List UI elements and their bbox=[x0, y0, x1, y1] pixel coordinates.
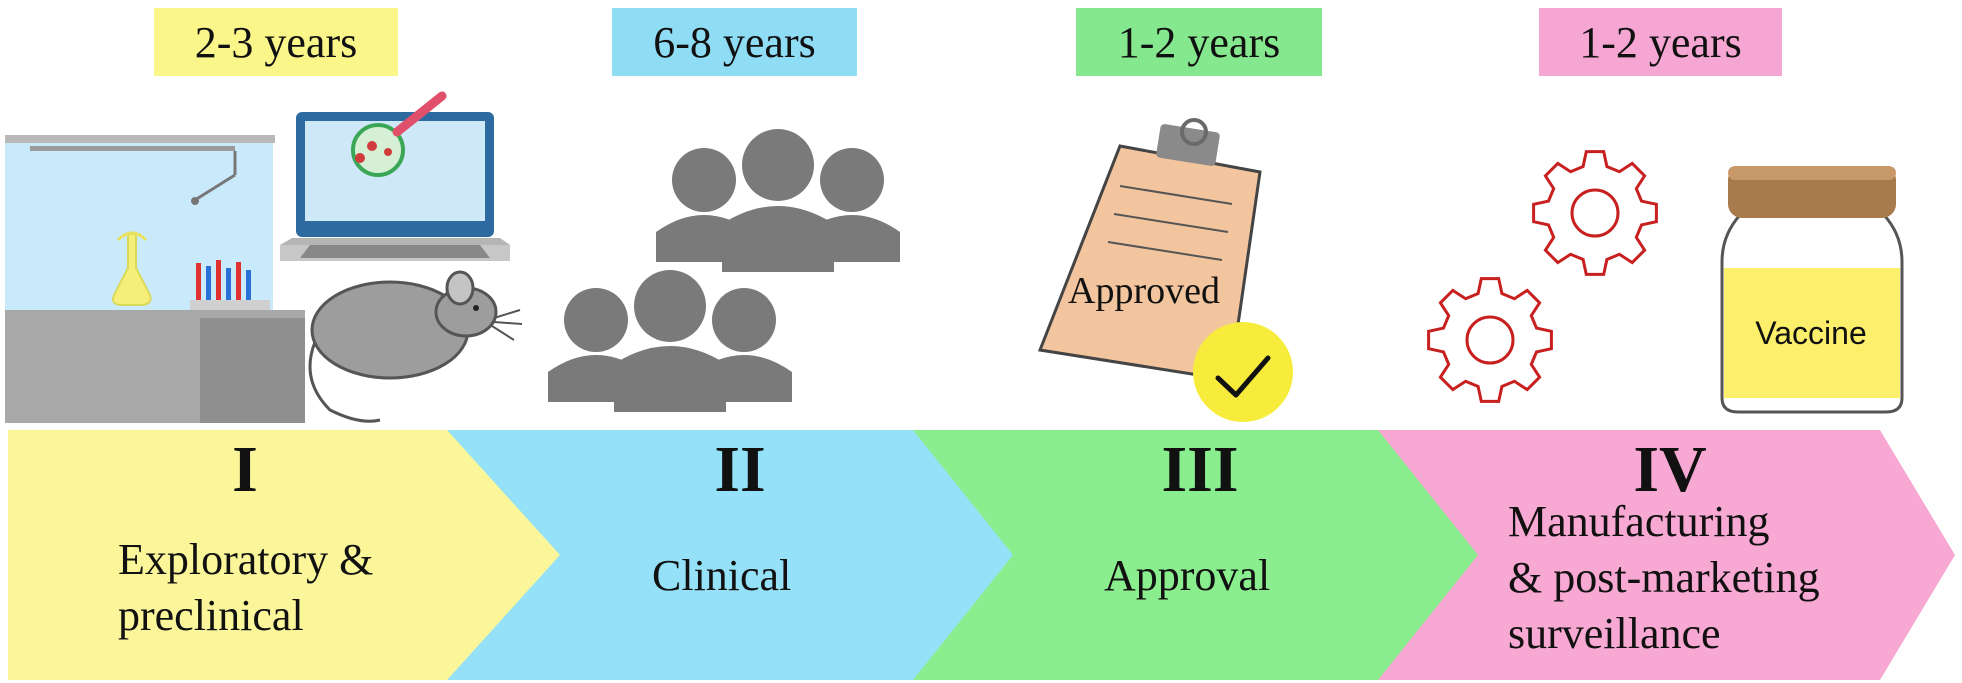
gear-hub bbox=[1570, 188, 1620, 238]
stage-label-2: Clinical bbox=[652, 551, 792, 600]
people-group-icon bbox=[656, 129, 900, 272]
gear-icon bbox=[1532, 150, 1658, 276]
vaccine-vial-icon bbox=[1720, 166, 1904, 414]
duration-badge-stage-4: 1-2 years bbox=[1539, 8, 1782, 76]
stage-illustrations: Approved Vaccine bbox=[5, 91, 1904, 423]
stage-label-1: Exploratory & preclinical bbox=[118, 535, 374, 640]
stage-arrow-4 bbox=[1378, 430, 1955, 680]
laptop-icon bbox=[280, 91, 510, 261]
stage-numeral-1: I bbox=[232, 433, 258, 506]
duration-badge-stage-2: 6-8 years bbox=[612, 8, 857, 76]
stage-arrow-3 bbox=[913, 430, 1478, 680]
laboratory-icon bbox=[5, 135, 305, 423]
stage-label-4: Manufacturing & post-marketing surveilla… bbox=[1508, 497, 1820, 658]
duration-badge-stage-3: 1-2 years bbox=[1076, 8, 1322, 76]
duration-badge-stage-1: 2-3 years bbox=[154, 8, 398, 76]
stage-arrow-1 bbox=[8, 430, 560, 680]
gear-hub bbox=[1465, 315, 1515, 365]
stage-numeral-4: IV bbox=[1633, 433, 1707, 506]
stage-label-3: Approval bbox=[1104, 551, 1271, 600]
vial-vaccine-label: Vaccine bbox=[1755, 315, 1866, 351]
mouse-icon bbox=[308, 270, 523, 423]
checkmark-icon bbox=[1193, 322, 1293, 422]
stage-arrow-2 bbox=[447, 430, 1013, 680]
people-group-icon bbox=[548, 270, 792, 412]
stage-numeral-2: II bbox=[714, 433, 766, 506]
gear-icon bbox=[1427, 277, 1553, 403]
clipboard-approved-label: Approved bbox=[1068, 270, 1220, 312]
stage-numeral-3: III bbox=[1161, 433, 1239, 506]
